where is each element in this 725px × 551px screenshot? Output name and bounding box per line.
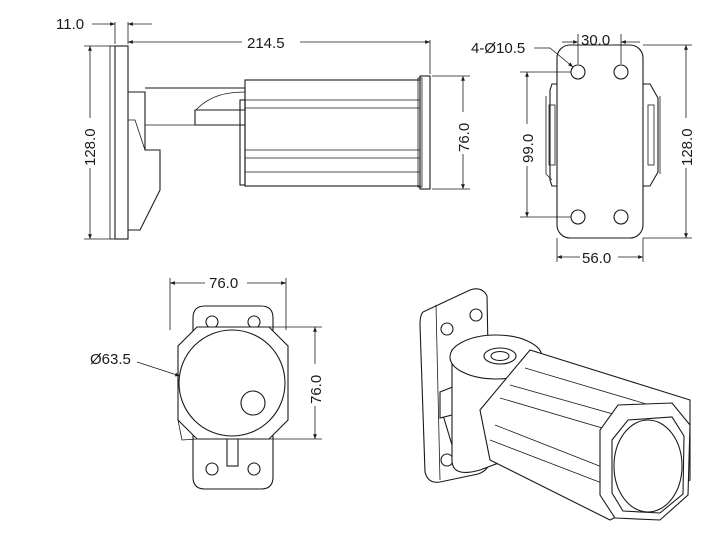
side-view: 11.0 214.5 128.0 76.0 <box>56 16 473 240</box>
front-small-circle <box>240 390 266 416</box>
dim-flange-height-side: 128.0 <box>82 128 99 166</box>
dim-overall-length: 214.5 <box>247 35 285 52</box>
dim-end-height-front: 76.0 <box>308 375 325 404</box>
dim-hole-spec: 4-Ø10.5 <box>471 40 525 57</box>
dim-flange-width-rear: 56.0 <box>582 250 611 267</box>
dim-tube-width-side: 76.0 <box>456 123 473 152</box>
side-flange-plate <box>114 45 129 240</box>
dim-flange-thickness: 11.0 <box>56 16 84 33</box>
dim-tube-diameter: Ø63.5 <box>90 351 131 368</box>
rear-hole-tr <box>613 64 629 80</box>
front-top-flange <box>192 305 274 331</box>
rear-view: 30.0 4-Ø10.5 99.0 128.0 56.0 <box>471 32 696 267</box>
side-hinge <box>145 87 246 126</box>
dim-hole-spacing-horizontal: 30.0 <box>581 32 610 49</box>
front-tube-circle <box>178 329 286 437</box>
front-end-cap <box>177 326 289 440</box>
front-bottom-flange <box>192 435 274 490</box>
side-tube <box>244 79 421 187</box>
isometric-view <box>419 288 691 521</box>
dim-end-width-front: 76.0 <box>209 275 238 292</box>
dim-flange-height-rear: 128.0 <box>679 128 696 166</box>
rear-hole-br <box>613 209 629 225</box>
side-end-cap <box>419 75 431 190</box>
dim-hole-spacing-vertical: 99.0 <box>520 134 537 163</box>
side-bracket <box>128 91 161 231</box>
front-view: 76.0 Ø63.5 76.0 <box>90 275 325 490</box>
rear-flange-plate <box>556 44 644 239</box>
